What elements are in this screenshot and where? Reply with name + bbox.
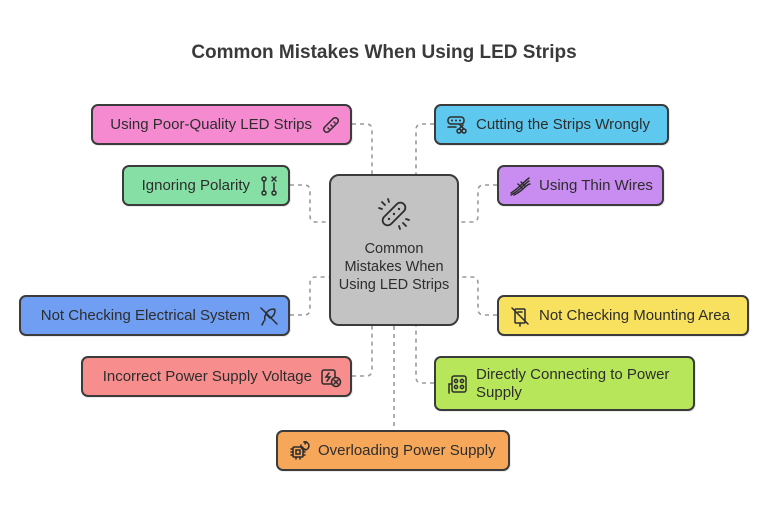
node-electrical: Not Checking Electrical System <box>19 295 290 336</box>
node-direct: Directly Connecting to Power Supply <box>434 356 695 411</box>
polarity-icon <box>258 175 280 197</box>
node-label: Overloading Power Supply <box>318 441 496 459</box>
diagram-title: Common Mistakes When Using LED Strips <box>191 42 577 63</box>
wires-icon <box>509 175 531 197</box>
node-voltage: Incorrect Power Supply Voltage <box>81 356 352 397</box>
node-overloading: Overloading Power Supply <box>276 430 510 471</box>
connector-voltage <box>352 326 373 377</box>
node-label: Not Checking Mounting Area <box>539 306 730 324</box>
center-label: Common Mistakes When Using LED Strips <box>338 241 450 293</box>
node-mounting: Not Checking Mounting Area <box>497 295 749 336</box>
connector-poor-quality <box>352 123 373 174</box>
center-node: Common Mistakes When Using LED Strips <box>329 174 459 326</box>
chip-overload-icon <box>288 440 310 462</box>
node-label: Using Thin Wires <box>539 176 653 194</box>
node-label: Ignoring Polarity <box>141 176 250 194</box>
power-board-icon <box>446 373 468 395</box>
node-label: Not Checking Electrical System <box>40 306 250 324</box>
node-thin-wires: Using Thin Wires <box>497 165 664 206</box>
connector-thin-wires <box>459 184 497 223</box>
led-strip-icon <box>320 114 342 136</box>
cut-strip-icon <box>446 114 468 136</box>
connector-direct <box>415 326 434 384</box>
mount-off-icon <box>509 305 531 327</box>
node-label: Directly Connecting to Power Supply <box>476 365 670 401</box>
power-error-icon <box>320 366 342 388</box>
connector-polarity <box>290 184 329 223</box>
connector-cutting <box>415 123 434 174</box>
plug-off-icon <box>258 305 280 327</box>
node-cutting: Cutting the Strips Wrongly <box>434 104 669 145</box>
connector-electrical <box>290 276 329 316</box>
node-poor-quality: Using Poor-Quality LED Strips <box>91 104 352 145</box>
node-label: Using Poor-Quality LED Strips <box>110 115 312 133</box>
connector-mounting <box>459 276 497 316</box>
node-polarity: Ignoring Polarity <box>122 165 290 206</box>
led-strip-icon <box>374 194 414 234</box>
node-label: Incorrect Power Supply Voltage <box>102 367 312 385</box>
node-label: Cutting the Strips Wrongly <box>476 115 650 133</box>
